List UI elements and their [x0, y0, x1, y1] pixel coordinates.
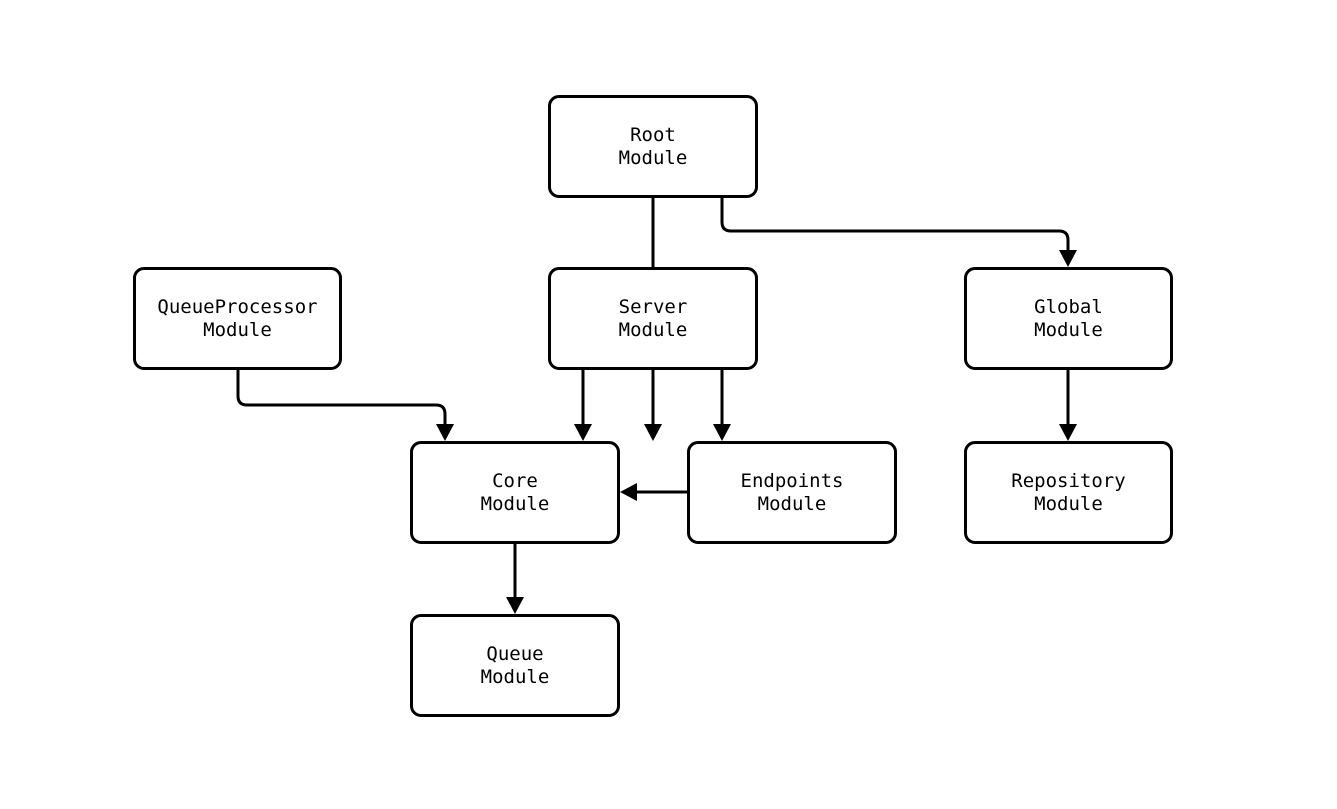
node-server-label: Server Module: [618, 295, 688, 341]
edge-server-to-core: [574, 370, 592, 441]
node-core-label: Core Module: [480, 469, 550, 515]
node-queueprocessor-label: QueueProcessor Module: [157, 295, 318, 341]
edge-global-to-repository: [1059, 370, 1077, 441]
node-global[interactable]: Global Module: [964, 267, 1173, 370]
node-root-label: Root Module: [618, 123, 688, 169]
node-global-label: Global Module: [1034, 295, 1103, 341]
edge-queueprocessor-to-core: [236, 370, 454, 441]
node-queueprocessor[interactable]: QueueProcessor Module: [133, 267, 342, 370]
node-server[interactable]: Server Module: [548, 267, 758, 370]
edge-server-to-endpoints: [713, 370, 731, 441]
node-endpoints[interactable]: Endpoints Module: [687, 441, 897, 544]
node-root[interactable]: Root Module: [548, 95, 758, 198]
edge-core-to-queue: [506, 544, 524, 614]
node-repository[interactable]: Repository Module: [964, 441, 1173, 544]
edge-endpoints-to-core: [620, 483, 687, 501]
node-core[interactable]: Core Module: [410, 441, 620, 544]
node-repository-label: Repository Module: [1011, 469, 1126, 515]
node-endpoints-label: Endpoints Module: [740, 469, 844, 515]
node-queue[interactable]: Queue Module: [410, 614, 620, 717]
node-queue-label: Queue Module: [480, 642, 550, 688]
edge-root-to-global: [720, 198, 1077, 267]
